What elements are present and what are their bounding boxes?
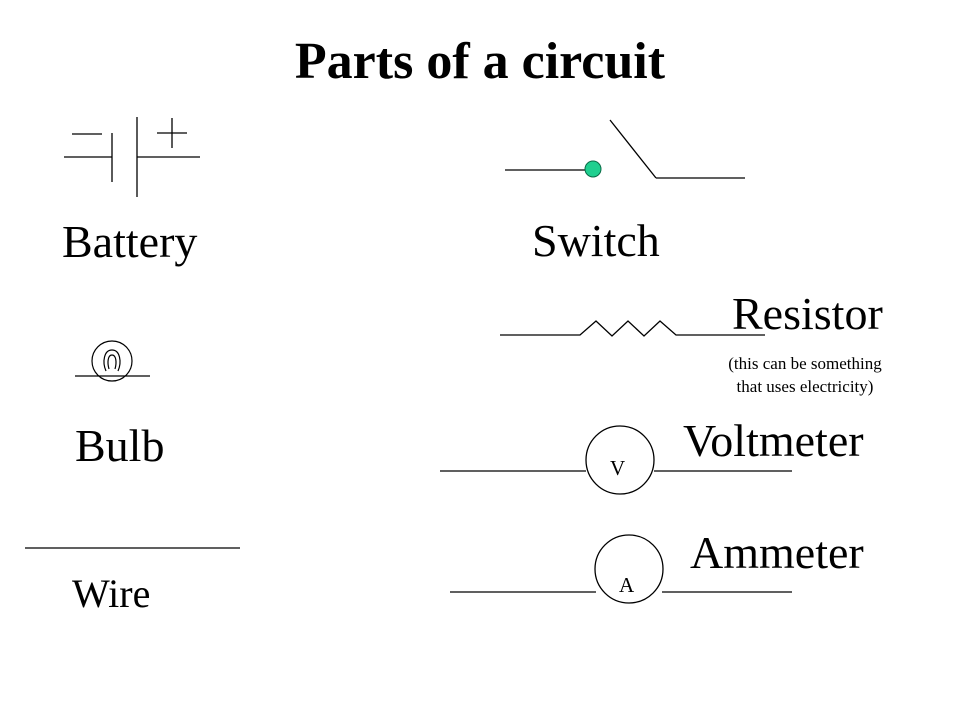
voltmeter-circle	[585, 425, 655, 495]
resistor-label: Resistor	[732, 288, 883, 339]
wire-label: Wire	[72, 571, 151, 616]
ammeter-letter: A	[619, 573, 635, 597]
battery-label: Battery	[62, 216, 198, 267]
bulb-filament-inner	[107, 354, 117, 370]
switch-pivot	[584, 160, 602, 178]
switch-lever	[609, 119, 657, 179]
ammeter-label: Ammeter	[690, 527, 864, 578]
page-title: Parts of a circuit	[294, 33, 666, 90]
bulb-label: Bulb	[75, 420, 165, 471]
resistor-zigzag	[500, 320, 765, 337]
bulb-filament-outer	[103, 349, 121, 372]
voltmeter-label: Voltmeter	[683, 415, 864, 466]
ammeter-circle	[594, 534, 664, 604]
switch-label: Switch	[532, 215, 660, 266]
voltmeter-letter: V	[610, 456, 626, 480]
resistor-note-line1: (this can be something	[728, 354, 882, 373]
bulb-globe	[91, 340, 133, 382]
resistor-note-line2: that uses electricity)	[736, 376, 874, 396]
resistor-note: (this can be something that uses electri…	[700, 353, 910, 399]
